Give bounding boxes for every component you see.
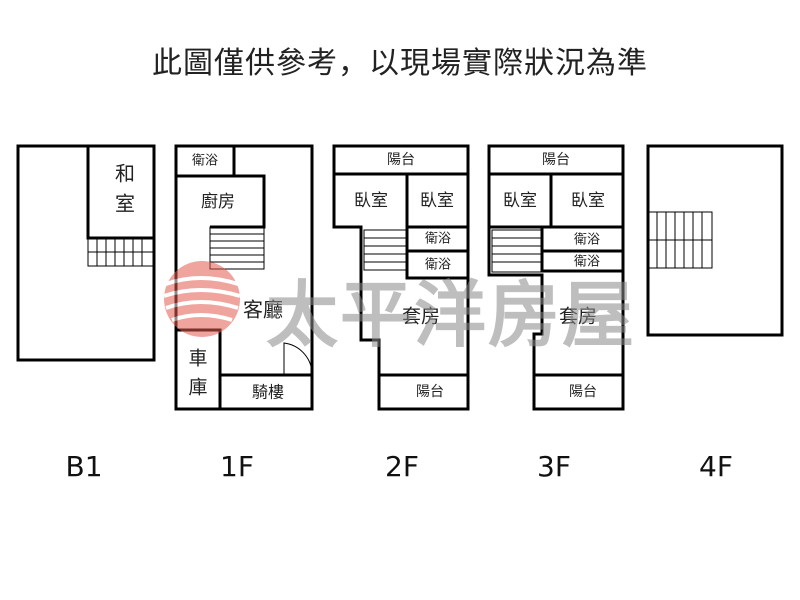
b1-stairs	[87, 237, 155, 267]
f3-suite-label: 套房	[559, 306, 597, 328]
f1-bathroom-label: 衛浴	[192, 154, 218, 169]
f1-outline	[174, 144, 314, 411]
f2-balcony-front-label: 陽台	[387, 152, 415, 168]
floor-label-4f: 4F	[699, 450, 733, 483]
f2-balcony-rear	[377, 373, 470, 411]
f1-stairs	[209, 226, 265, 270]
floor-plan-2f: 陽台 臥室 臥室 衛浴 衛浴 套房 陽台	[332, 144, 470, 411]
floor-plan-3f: 陽台 臥室 臥室 衛浴 衛浴 套房 陽台	[487, 144, 625, 411]
disclaimer-note: 此圖僅供參考，以現場實際狀況為準	[152, 46, 648, 81]
f2-bedroom-1-label: 臥室	[354, 191, 388, 211]
f3-outline	[487, 144, 625, 377]
f3-bedroom-1-label: 臥室	[503, 191, 537, 211]
f2-stairs	[363, 229, 408, 271]
b1-washitsu-label-1: 和	[115, 162, 135, 186]
f3-balcony-front-label: 陽台	[542, 152, 570, 168]
floor-label-3f: 3F	[537, 450, 571, 483]
floor-plan-4f	[646, 144, 784, 337]
f2-bedroom-2-label: 臥室	[420, 191, 454, 211]
f4-stairs	[647, 211, 713, 269]
floor-label-1f: 1F	[220, 450, 254, 483]
f3-balcony-rear	[532, 373, 625, 411]
f2-balcony-front	[332, 144, 470, 176]
f1-arcade-label: 騎樓	[252, 383, 284, 402]
f1-living-label: 客廳	[243, 298, 283, 322]
f1-door-swing	[283, 342, 313, 375]
floor-label-2f: 2F	[385, 450, 419, 483]
f2-balcony-rear-label: 陽台	[416, 384, 444, 400]
f3-balcony-front	[487, 144, 625, 176]
f3-stairs	[491, 229, 543, 273]
f3-bathroom-1-label: 衛浴	[574, 233, 600, 248]
f1-garage-label-1: 車	[188, 348, 207, 370]
f3-balcony-rear-label: 陽台	[569, 384, 597, 400]
f1-garage-label-2: 庫	[188, 377, 207, 399]
f3-bedroom-2-label: 臥室	[571, 191, 605, 211]
f1-arcade	[218, 373, 314, 411]
floor-label-b1: B1	[65, 450, 103, 483]
f3-bathroom-2-label: 衛浴	[574, 255, 600, 270]
floor-plan-b1: 和 室	[16, 144, 156, 362]
f1-kitchen-label: 廚房	[201, 191, 235, 212]
f2-bathroom-2-label: 衛浴	[425, 258, 451, 273]
b1-washitsu-label-2: 室	[115, 192, 135, 216]
f2-bathroom-1-label: 衛浴	[425, 232, 451, 247]
floor-plan-1f: 衛浴 廚房 客廳 車 庫 騎樓	[174, 144, 314, 411]
f2-suite-label: 套房	[402, 306, 440, 328]
